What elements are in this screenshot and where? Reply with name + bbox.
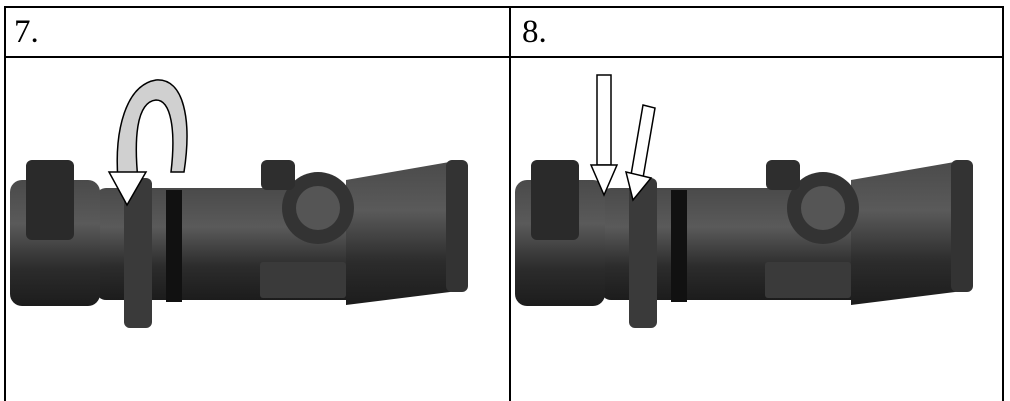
column-divider <box>509 6 511 401</box>
step-7-illustration <box>6 60 506 390</box>
step-number-7: 7. <box>14 14 39 50</box>
header-divider <box>4 56 1004 58</box>
step-number-8: 8. <box>522 14 547 50</box>
step-8-illustration <box>511 60 1010 390</box>
scope-body <box>10 160 468 328</box>
instruction-table <box>4 6 1004 401</box>
press-arrows <box>589 74 656 202</box>
scope-body <box>515 160 973 328</box>
rotate-arrow <box>107 79 188 207</box>
